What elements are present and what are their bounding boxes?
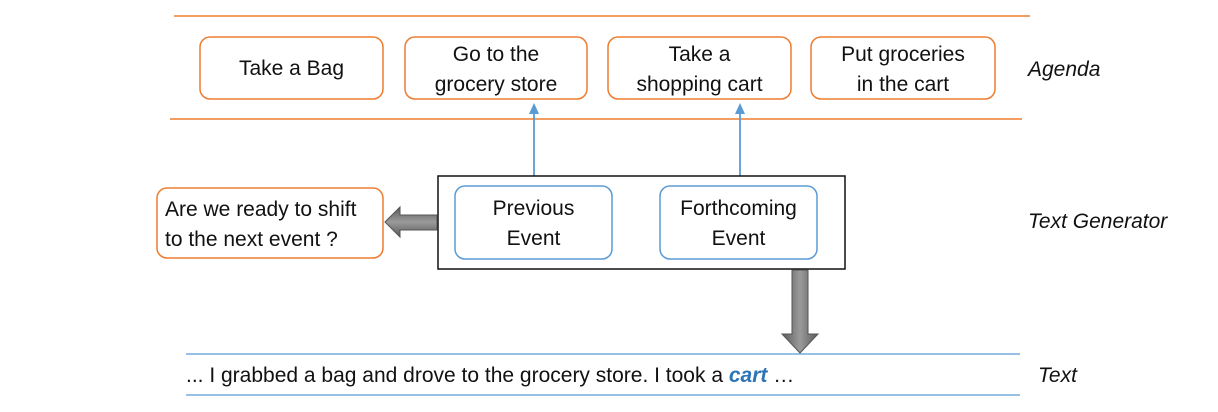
agenda-item-3-line-1: Take a: [669, 43, 731, 66]
forthcoming-event-line-1: Forthcoming: [680, 197, 797, 220]
shift-question-line-2: to the next event ?: [165, 228, 338, 251]
left-gray-arrow: [384, 205, 438, 239]
agenda-item-1: Take a Bag: [199, 36, 384, 100]
down-gray-arrow: [780, 269, 820, 354]
agenda-item-4: Put groceries in the cart: [810, 36, 996, 100]
shift-question-line-1: Are we ready to shift: [165, 198, 357, 221]
agenda-item-3-line-2: shopping cart: [636, 73, 762, 96]
agenda-label: Agenda: [1026, 58, 1100, 81]
previous-event-box: Previous Event: [454, 185, 613, 260]
agenda-item-2: Go to the grocery store: [404, 36, 588, 100]
forthcoming-event-arrow: [735, 103, 745, 186]
previous-event-line-1: Previous: [493, 197, 575, 220]
agenda-item-4-line-1: Put groceries: [841, 43, 965, 66]
text-generator-label: Text Generator: [1028, 210, 1168, 233]
generated-text-suffix: …: [767, 364, 794, 387]
agenda-item-2-line-1: Go to the: [453, 43, 539, 66]
text-label: Text: [1038, 364, 1078, 387]
forthcoming-event-line-2: Event: [712, 227, 766, 250]
shift-question-box: Are we ready to shift to the next event …: [156, 187, 384, 259]
previous-event-arrow: [529, 103, 539, 186]
agenda-item-1-line-1: Take a Bag: [239, 57, 344, 80]
agenda-item-4-line-2: in the cart: [857, 73, 949, 96]
generated-text-highlight: cart: [729, 364, 769, 387]
generated-text-prefix: ... I grabbed a bag and drove to the gro…: [186, 364, 729, 387]
forthcoming-event-box: Forthcoming Event: [659, 185, 818, 260]
generated-text-line: ... I grabbed a bag and drove to the gro…: [186, 364, 794, 387]
previous-event-line-2: Event: [507, 227, 561, 250]
agenda-item-3: Take a shopping cart: [607, 36, 792, 100]
agenda-item-2-line-2: grocery store: [435, 73, 558, 96]
